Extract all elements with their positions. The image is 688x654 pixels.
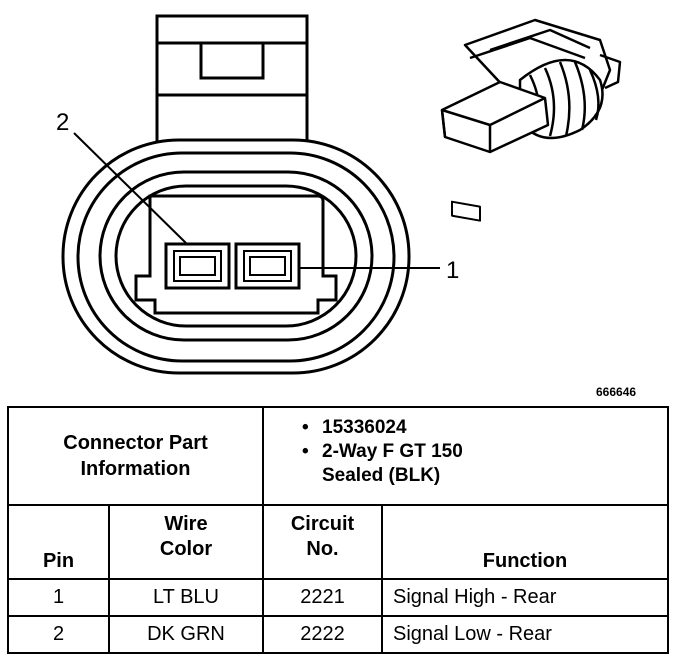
pin-2-leader (73, 132, 189, 246)
connector-part-info-values: 15336024 2-Way F GT 150 Sealed (BLK) (262, 406, 669, 506)
connector-part-info-row: Connector Part Information 15336024 2-Wa… (7, 406, 669, 506)
header-wire-color: Wire Color (108, 504, 264, 580)
label-line-1: Connector Part (63, 432, 208, 454)
wire-color-cell: LT BLU (108, 578, 264, 617)
header-circuit-line-2: No. (306, 538, 339, 560)
terminal-pin-1 (234, 242, 301, 290)
connector-face-view (61, 14, 440, 375)
connector-info-table: Connector Part Information 15336024 2-Wa… (7, 406, 669, 654)
pin-2-callout: 2 (56, 109, 69, 136)
pin-cell: 2 (7, 615, 110, 654)
wire-color-cell: DK GRN (108, 615, 264, 654)
table-row: 2 DK GRN 2222 Signal Low - Rear (7, 615, 669, 654)
function-cell: Signal Low - Rear (381, 615, 669, 654)
terminal-cavity (134, 194, 338, 315)
label-line-2: Information (80, 458, 191, 480)
description-line-2: Sealed (BLK) (322, 465, 441, 486)
pin-1-callout: 1 (446, 257, 459, 284)
circuit-cell: 2222 (262, 615, 383, 654)
connector-seal-ring (98, 170, 374, 342)
header-wire-line-2: Color (159, 538, 213, 560)
column-header-row: Pin Wire Color Circuit No. Function (7, 504, 669, 580)
table-row: 1 LT BLU 2221 Signal High - Rear (7, 578, 669, 617)
header-circuit-no: Circuit No. (262, 504, 383, 580)
connector-isometric-view (440, 18, 622, 222)
circuit-cell: 2221 (262, 578, 383, 617)
locking-tab (155, 14, 309, 158)
description-line-1: 2-Way F GT 150 (322, 441, 463, 462)
connector-body-inner (76, 151, 396, 363)
function-cell: Signal High - Rear (381, 578, 669, 617)
connector-diagram: 2 1 (56, 14, 622, 375)
header-pin: Pin (7, 504, 110, 580)
part-number: 15336024 (302, 416, 667, 440)
terminal-pin-2 (164, 242, 231, 290)
figure-id: 666646 (596, 385, 637, 399)
pin-cell: 1 (7, 578, 110, 617)
header-circuit-line-1: Circuit (290, 513, 355, 535)
part-description: 2-Way F GT 150 Sealed (BLK) (302, 440, 667, 488)
header-wire-line-1: Wire (164, 513, 208, 535)
connector-part-info-label: Connector Part Information (7, 406, 264, 506)
header-function: Function (381, 504, 669, 580)
